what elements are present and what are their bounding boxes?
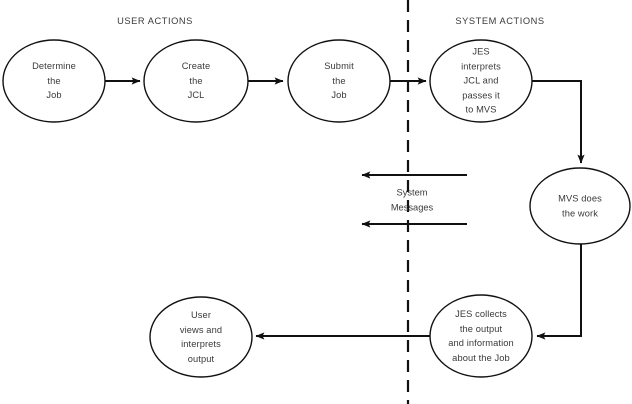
node-create-the-jcl[interactable] [143,39,249,123]
heading-user-actions: USER ACTIONS [117,16,193,26]
node-mvs-does-the-work[interactable] [529,167,631,245]
node-user-views-output[interactable] [149,296,253,378]
node-jes-collects-output[interactable] [429,294,533,378]
edge-mvs-to-jes-collects [536,244,582,340]
nodes-group [2,39,631,378]
heading-system-actions: SYSTEM ACTIONS [455,16,545,26]
edge-label-system-messages: System Messages [390,187,434,212]
node-submit-the-job[interactable] [287,39,391,123]
node-determine-the-job[interactable] [2,39,106,123]
node-jes-interprets-jcl[interactable] [429,39,533,123]
edges-group [105,77,585,340]
edge-jes-to-mvs [532,80,585,164]
